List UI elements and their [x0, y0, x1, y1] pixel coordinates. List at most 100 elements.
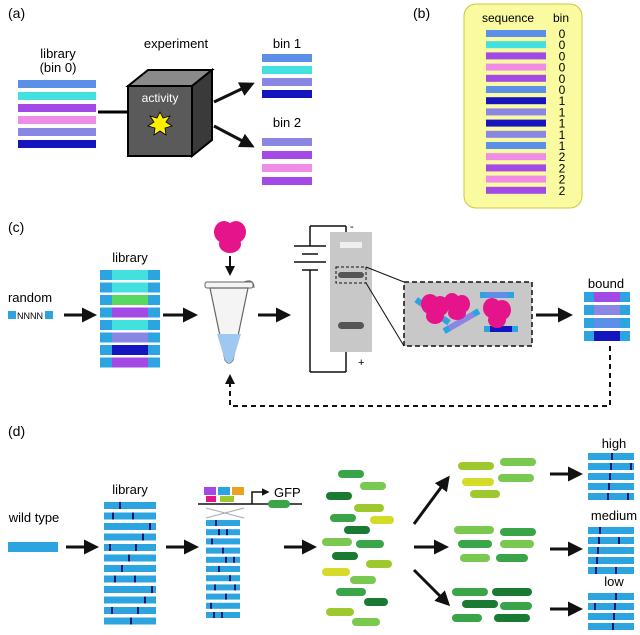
mutation-mark — [226, 529, 228, 536]
sequence-bar — [588, 547, 634, 554]
bin-value: 0 — [559, 49, 566, 63]
cell — [326, 608, 354, 616]
mutation-mark — [594, 603, 596, 610]
cell — [500, 540, 534, 548]
cell — [454, 526, 494, 534]
sequence-bar — [104, 565, 156, 572]
bin-value: 1 — [559, 105, 566, 119]
sequence-row-bar — [486, 30, 546, 37]
panel-d: (d) wild type library GFP — [8, 423, 637, 630]
random-region — [594, 305, 620, 315]
mutation-mark — [218, 529, 220, 536]
cell — [500, 528, 536, 536]
sequence-bar — [262, 177, 312, 185]
panel-d-label: (d) — [8, 423, 25, 439]
sequence-bar — [262, 138, 312, 146]
wild-type-label: wild type — [8, 510, 60, 525]
mutation-mark — [130, 617, 132, 625]
mutation-mark — [137, 607, 139, 614]
sequence-bar — [206, 529, 240, 536]
cell — [338, 470, 364, 478]
mutation-mark — [144, 596, 146, 604]
mutation-mark — [607, 493, 609, 500]
bin-value: 2 — [559, 173, 566, 187]
library-label: library — [112, 482, 148, 497]
arrow-to-high-sort — [412, 475, 450, 525]
cell — [494, 614, 530, 622]
bin-value: 0 — [559, 83, 566, 97]
mutation-mark — [135, 544, 137, 551]
random-region — [594, 318, 620, 328]
mutation-mark — [149, 523, 151, 530]
mutation-mark — [610, 463, 612, 470]
wild-type-sequence — [8, 542, 58, 552]
feedback-loop — [225, 346, 611, 407]
cell — [470, 490, 500, 498]
nnnn-label: NNNN — [17, 311, 43, 321]
mutation-mark — [596, 557, 598, 564]
bin-value: 0 — [559, 61, 566, 75]
mutation-mark — [128, 554, 130, 562]
library-stack — [100, 270, 160, 368]
cell — [498, 474, 534, 482]
sequence-bar — [588, 603, 634, 610]
sequence-row-bar — [486, 164, 546, 172]
panel-b-label: (b) — [413, 5, 430, 21]
sequence-bar — [206, 593, 240, 600]
cell — [330, 514, 356, 522]
mutation-mark — [612, 623, 614, 630]
mutation-mark — [112, 512, 114, 520]
mutation-mark — [614, 603, 616, 610]
sequence-bar — [18, 92, 96, 100]
cell — [356, 540, 384, 548]
cell — [332, 552, 358, 560]
cell — [462, 478, 494, 486]
sequence-bar — [588, 527, 634, 534]
sequence-bar — [588, 593, 634, 600]
mutation-mark — [598, 537, 600, 544]
sequence-bar — [206, 520, 240, 526]
sequence-row-bar — [486, 63, 546, 71]
mutation-mark — [119, 502, 121, 509]
bound-stack — [584, 292, 630, 341]
construct-icon — [198, 487, 302, 519]
mutation-mark — [234, 584, 236, 591]
zoom-line-bottom — [365, 282, 405, 347]
library-label-line1: library — [40, 46, 76, 61]
cell — [352, 618, 380, 626]
sequence-bar — [206, 556, 240, 563]
bin-value: 1 — [559, 139, 566, 153]
bound-label: bound — [588, 276, 624, 291]
random-region — [594, 292, 620, 302]
sequence-bar — [104, 544, 156, 551]
sequence-bar — [18, 128, 96, 136]
sequence-bar — [588, 567, 634, 574]
sequence-bar — [206, 602, 240, 609]
cell — [452, 588, 488, 596]
sequence-bar — [588, 623, 634, 630]
bin-value: 1 — [559, 94, 566, 108]
experiment-box: activity — [125, 67, 215, 159]
mutation-mark — [613, 613, 615, 620]
mutation-mark — [595, 567, 597, 574]
bin-value: 1 — [559, 128, 566, 142]
panel-c-label: (c) — [8, 219, 24, 235]
library-stack — [18, 80, 96, 148]
cell-population — [322, 470, 394, 626]
mutation-mark — [609, 473, 611, 480]
bin-value: 2 — [559, 150, 566, 164]
cell — [458, 540, 492, 548]
construct-library-stack — [206, 520, 240, 618]
cell — [500, 458, 536, 466]
bin-column-header: bin — [553, 11, 569, 25]
cell — [354, 504, 384, 512]
arrow-to-bin1 — [213, 82, 255, 104]
cell — [366, 560, 392, 568]
panel-a: (a) library (bin 0) experiment activity … — [8, 5, 312, 185]
low-sequence-stack — [588, 593, 634, 630]
cell — [364, 598, 388, 606]
bin-value: 0 — [559, 72, 566, 86]
sequence-bar — [262, 54, 312, 62]
